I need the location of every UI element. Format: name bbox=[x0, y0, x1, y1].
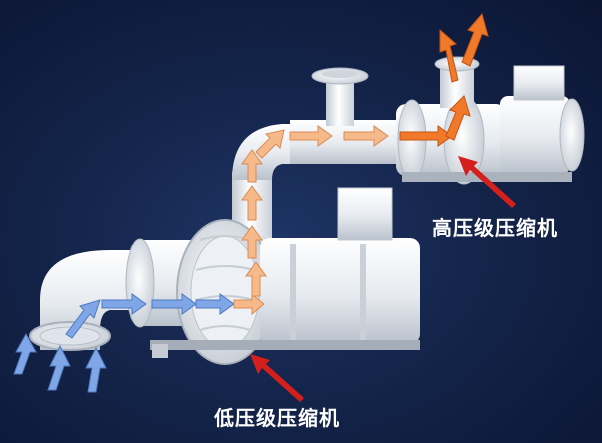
interstage-arrow-7 bbox=[289, 125, 333, 147]
interstage-arrow-8 bbox=[343, 125, 389, 147]
inlet-arrow-2 bbox=[47, 344, 71, 391]
interstage-flow-arrows bbox=[233, 125, 389, 316]
interstage-arrow-4 bbox=[241, 185, 263, 221]
high-stage-compressor bbox=[396, 56, 585, 185]
inlet-arrow-5 bbox=[101, 293, 147, 315]
inlet-flow-arrows bbox=[13, 293, 235, 393]
interstage-arrow-3 bbox=[241, 225, 263, 259]
low-stage-label: 低压级压缩机 bbox=[214, 406, 340, 430]
interstage-arrow-2 bbox=[245, 261, 267, 297]
high-stage-pointer bbox=[458, 156, 516, 208]
inlet-arrow-7 bbox=[195, 293, 235, 315]
low-stage-pointer bbox=[250, 354, 304, 402]
inlet-arrow-1 bbox=[13, 332, 37, 375]
pointer-arrows bbox=[250, 156, 516, 402]
interstage-arrow-6 bbox=[255, 129, 285, 159]
high-stage-label: 高压级压缩机 bbox=[432, 216, 558, 240]
discharge-arrow-1 bbox=[399, 125, 453, 147]
interstage-arrow-1 bbox=[233, 292, 265, 316]
inlet-arrow-6 bbox=[151, 293, 197, 315]
discharge-arrow-4 bbox=[461, 12, 489, 67]
low-stage-compressor bbox=[125, 187, 420, 365]
discharge-arrow-2 bbox=[445, 95, 471, 141]
discharge-flow-arrows bbox=[399, 12, 489, 147]
inlet-arrow-3 bbox=[85, 346, 107, 393]
discharge-arrow-3 bbox=[439, 28, 459, 83]
inlet-arrow-4 bbox=[65, 299, 101, 339]
interstage-arrow-5 bbox=[241, 149, 263, 183]
